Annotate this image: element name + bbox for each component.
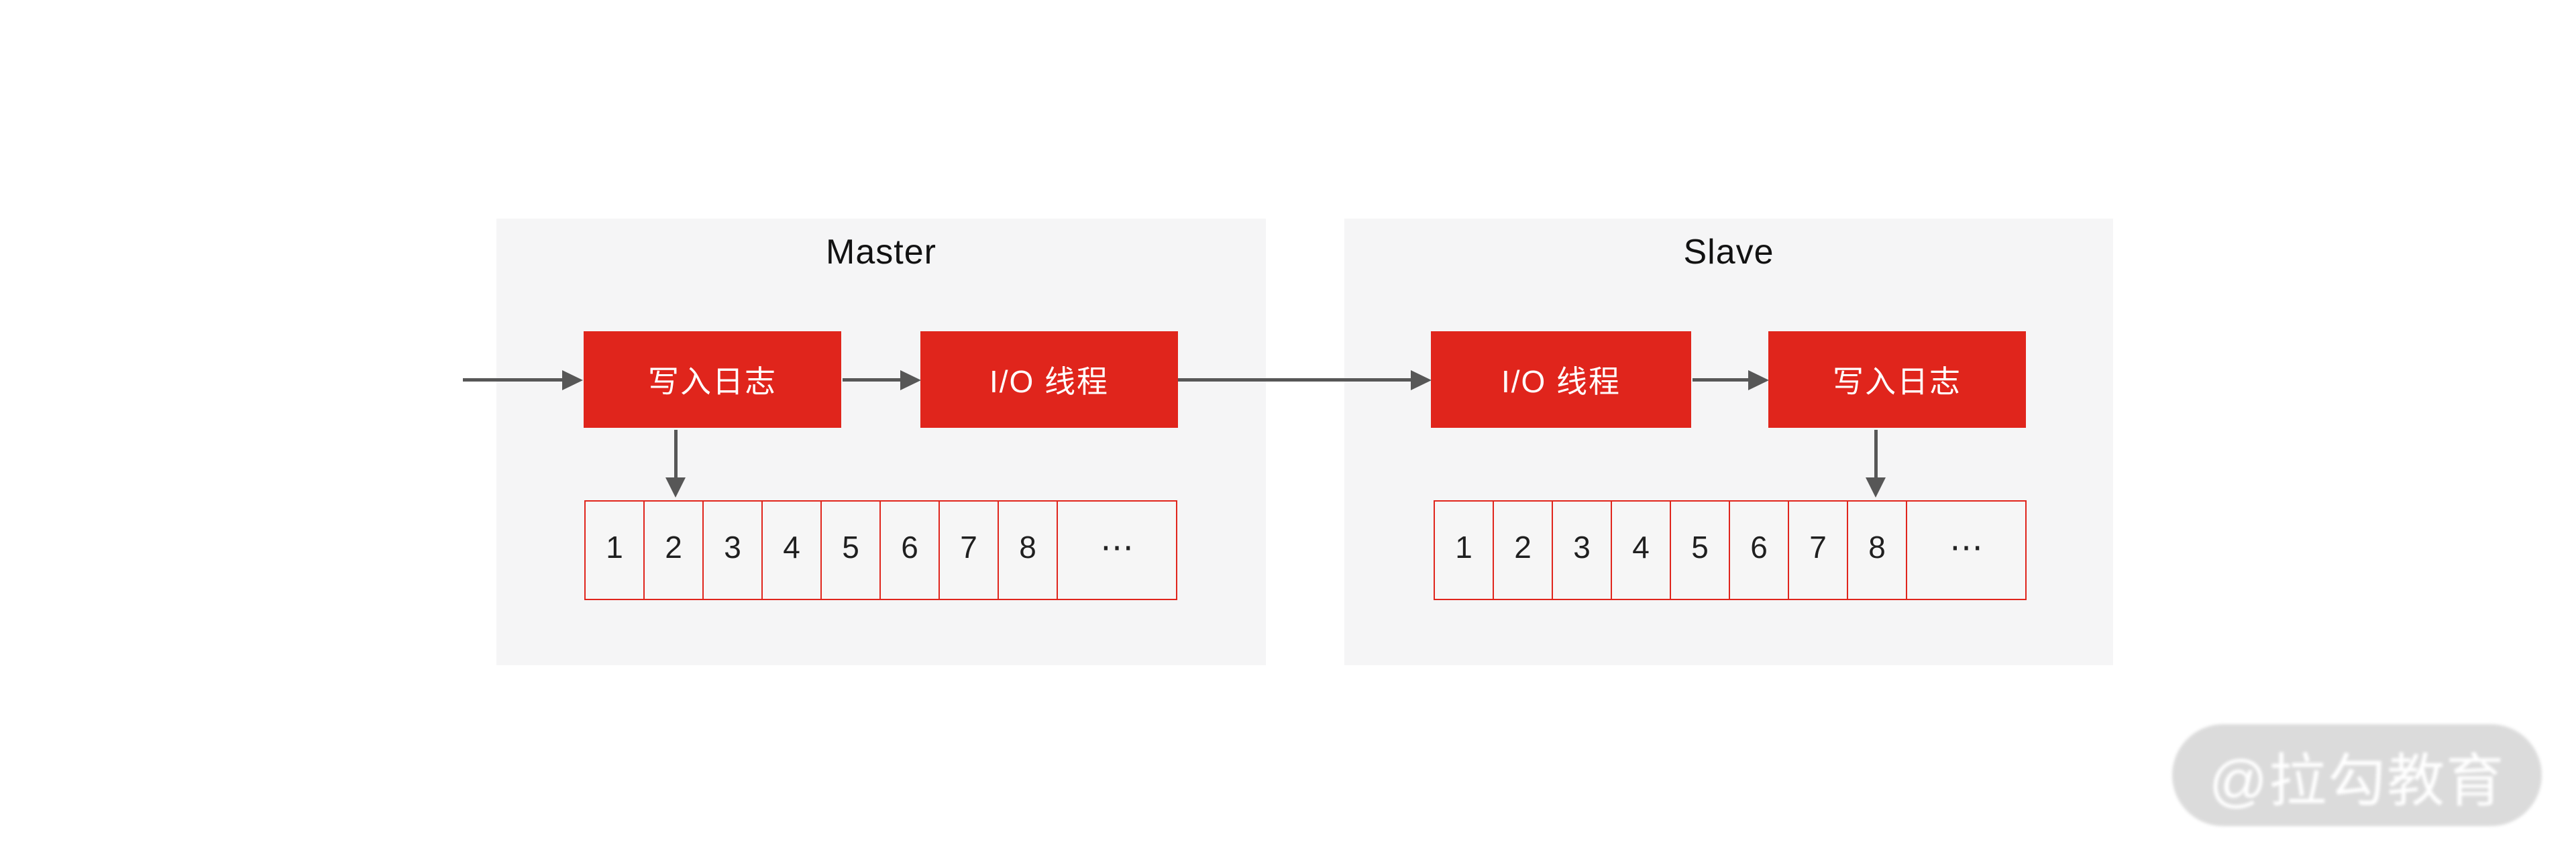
watermark-badge: @拉勾教育: [2172, 724, 2542, 826]
log-cell: 5: [1671, 502, 1730, 599]
arrow-head-icon: [665, 477, 686, 498]
log-cell: 8: [1848, 502, 1907, 599]
log-cell: 7: [940, 502, 999, 599]
arrow-shaft: [843, 378, 902, 382]
master-log-row: 1 2 3 4 5 6 7 8 ⋯: [584, 500, 1177, 600]
slave-panel-title: Slave: [1683, 233, 1774, 272]
log-cell: 2: [1494, 502, 1553, 599]
log-cell: 4: [763, 502, 822, 599]
arrow-head-icon: [1748, 370, 1769, 390]
log-cell: 4: [1612, 502, 1671, 599]
arrow-shaft: [1178, 378, 1412, 382]
arrow-shaft: [674, 430, 678, 478]
log-cell: 2: [645, 502, 704, 599]
slave-io-thread-box: I/O 线程: [1431, 331, 1691, 428]
log-cell: 3: [1553, 502, 1612, 599]
log-cell: 8: [999, 502, 1058, 599]
arrow-shaft: [1874, 430, 1878, 478]
log-cell: 7: [1789, 502, 1848, 599]
log-cell-ellipsis: ⋯: [1949, 528, 1983, 566]
arrow-head-icon: [900, 370, 921, 390]
arrow-shaft: [463, 378, 564, 382]
log-cell: 6: [1730, 502, 1789, 599]
arrow-head-icon: [1411, 370, 1432, 390]
log-cell: 6: [881, 502, 940, 599]
log-cell: 1: [1435, 502, 1494, 599]
master-io-thread-box: I/O 线程: [920, 331, 1178, 428]
slave-log-row: 1 2 3 4 5 6 7 8 ⋯: [1434, 500, 2027, 600]
master-write-log-box: 写入日志: [584, 331, 841, 428]
log-cell-ellipsis: ⋯: [1100, 528, 1134, 566]
arrow-head-icon: [562, 370, 583, 390]
slave-write-log-box: 写入日志: [1768, 331, 2026, 428]
arrow-head-icon: [1866, 477, 1886, 498]
master-panel-title: Master: [826, 233, 936, 272]
log-cell: 3: [704, 502, 763, 599]
log-cell: 5: [822, 502, 881, 599]
log-cell: 1: [586, 502, 645, 599]
arrow-shaft: [1693, 378, 1750, 382]
